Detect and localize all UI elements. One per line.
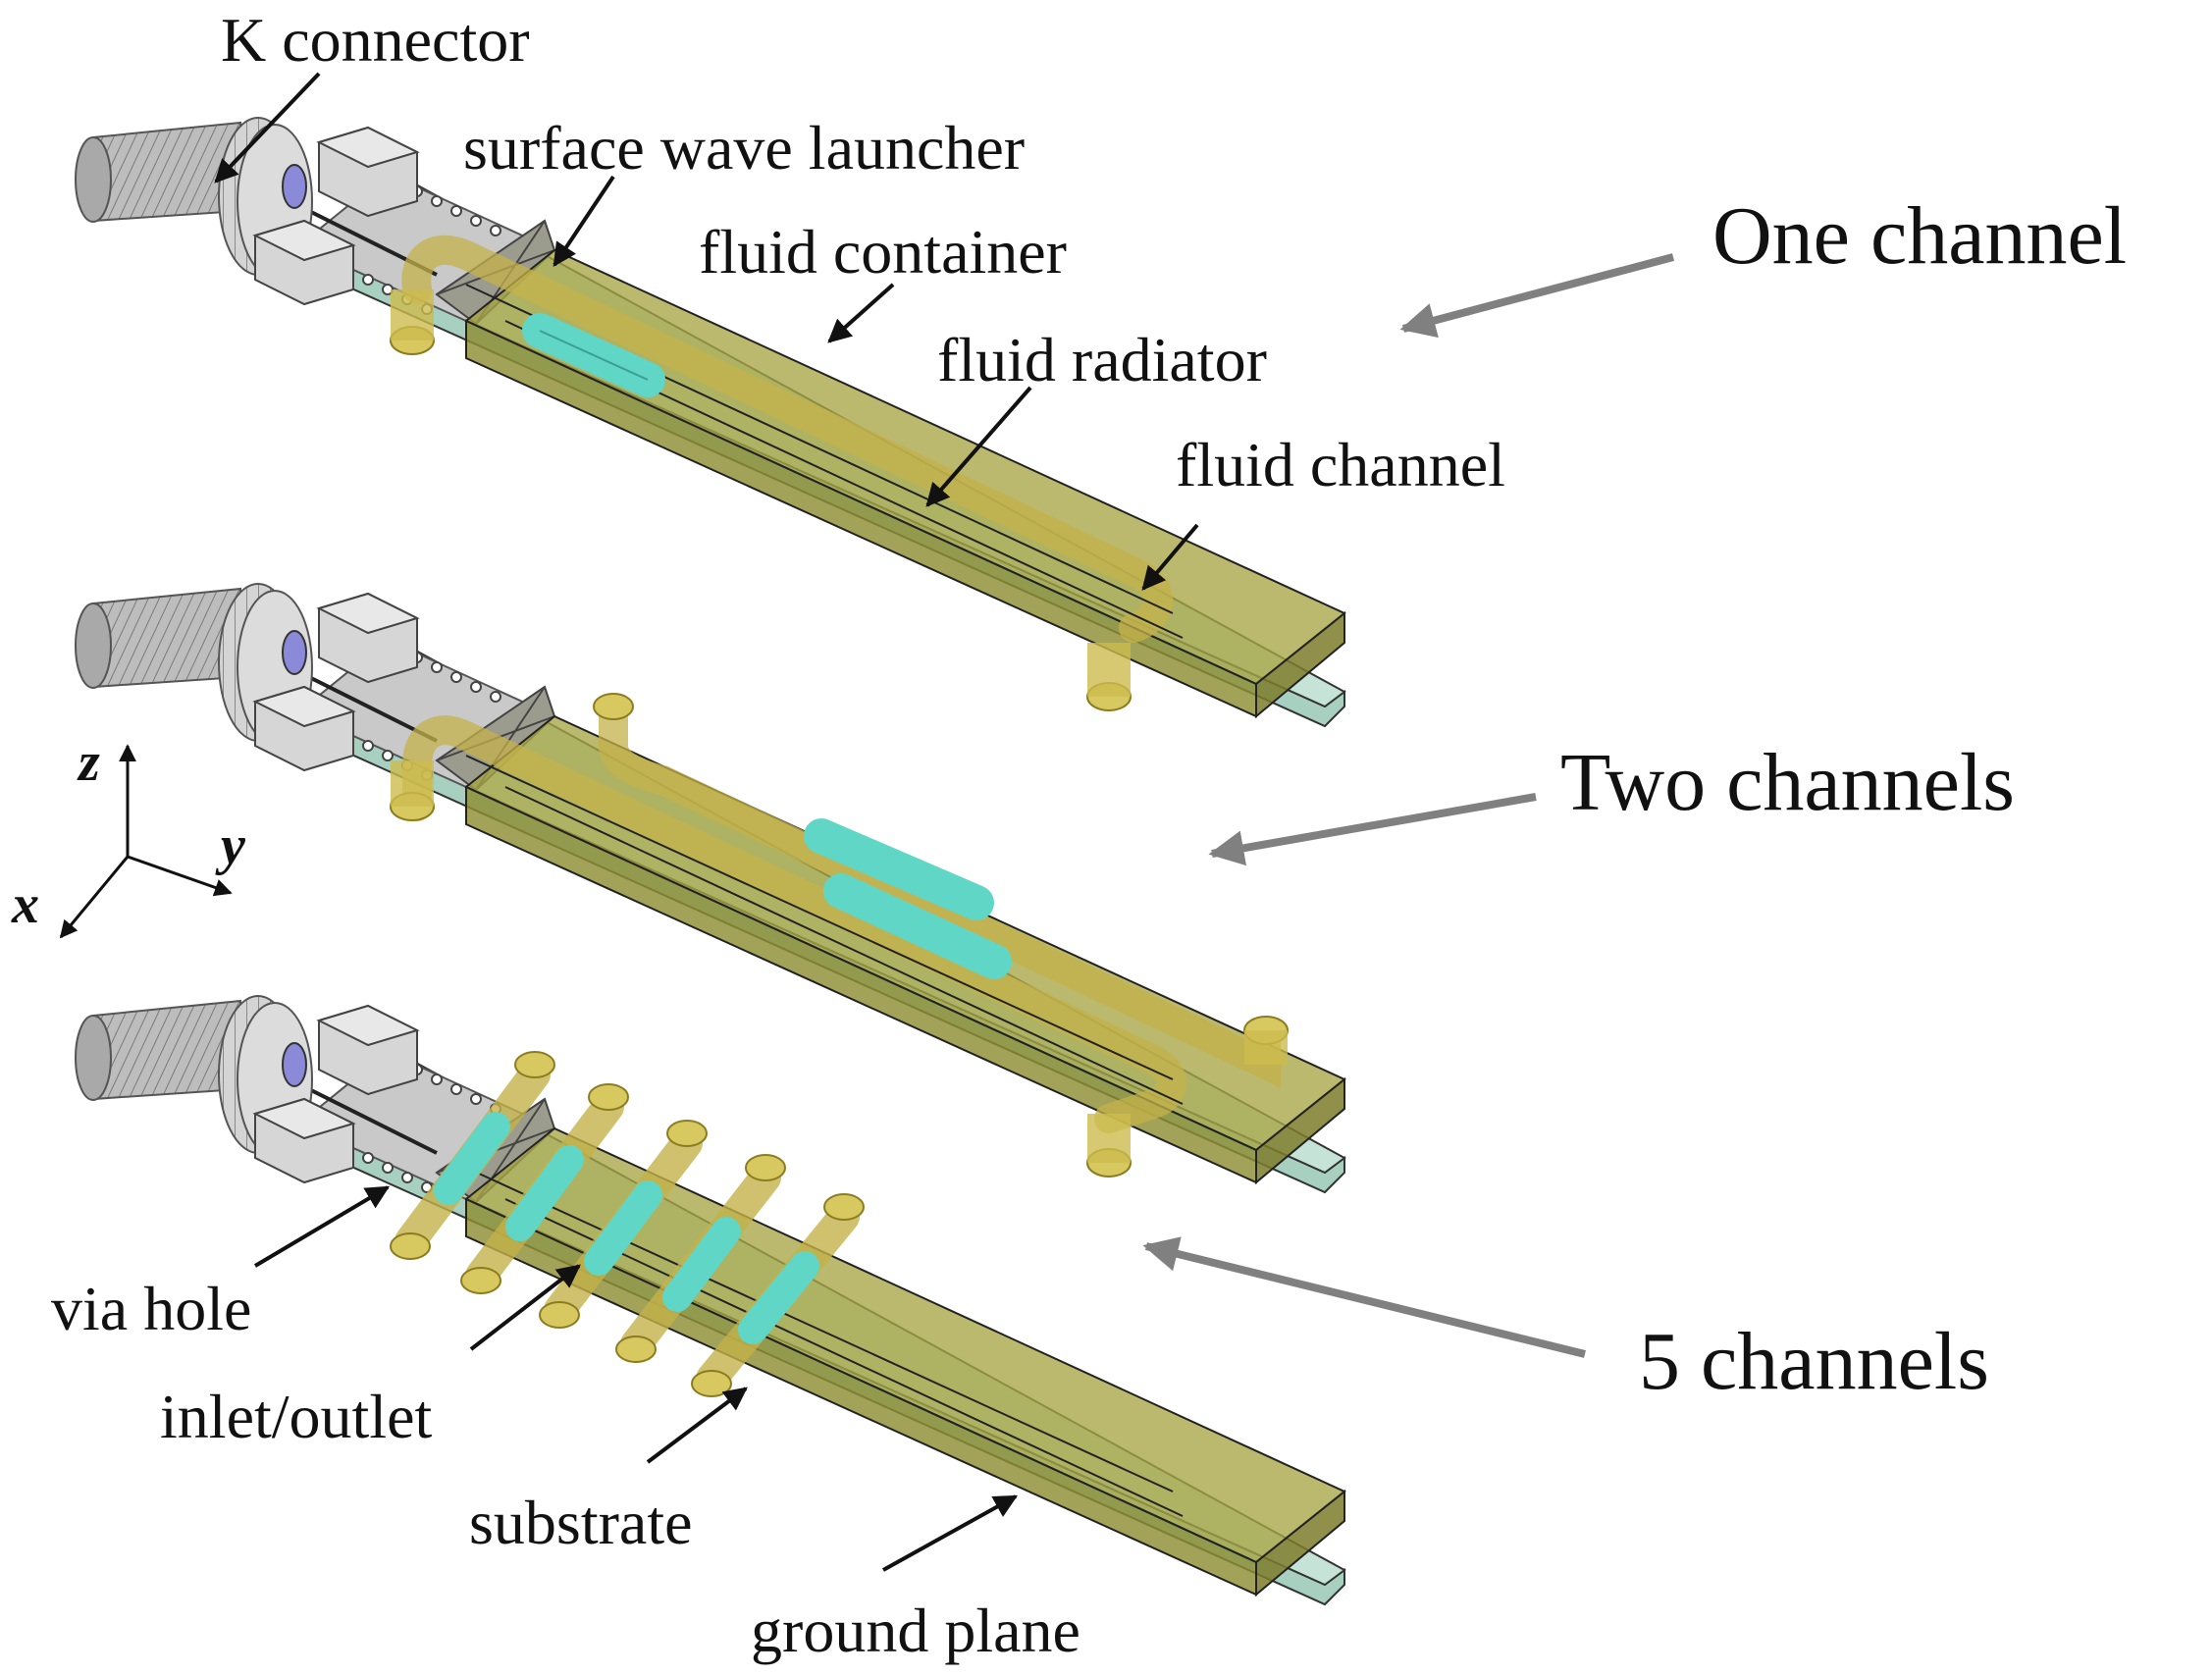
label-fluid-radiator: fluid radiator [937, 325, 1267, 394]
one-channel-antenna [74, 116, 1346, 728]
label-inlet-outlet: inlet/outlet [160, 1382, 433, 1451]
variant-label-five: 5 channels [1639, 1316, 1989, 1407]
axis-z-label: z [77, 732, 100, 793]
variant-arrows [1142, 253, 1675, 1358]
label-via-hole: via hole [51, 1274, 251, 1343]
axis-y-label: y [215, 815, 246, 876]
label-substrate: substrate [469, 1488, 693, 1557]
two-channel-antenna [74, 582, 1346, 1194]
five-channel-antenna [74, 994, 1346, 1606]
callout-arrows [214, 72, 1199, 1572]
label-fluid-channel: fluid channel [1176, 430, 1505, 499]
axis-triad: z y x [11, 732, 246, 939]
label-surface-wave-launcher: surface wave launcher [463, 113, 1025, 183]
label-fluid-container: fluid container [699, 217, 1067, 287]
label-k-connector: K connector [221, 5, 530, 75]
label-ground-plane: ground plane [751, 1596, 1080, 1665]
variant-label-two: Two channels [1560, 737, 2015, 828]
variant-label-one: One channel [1712, 190, 2127, 282]
axis-x-label: x [11, 874, 39, 935]
